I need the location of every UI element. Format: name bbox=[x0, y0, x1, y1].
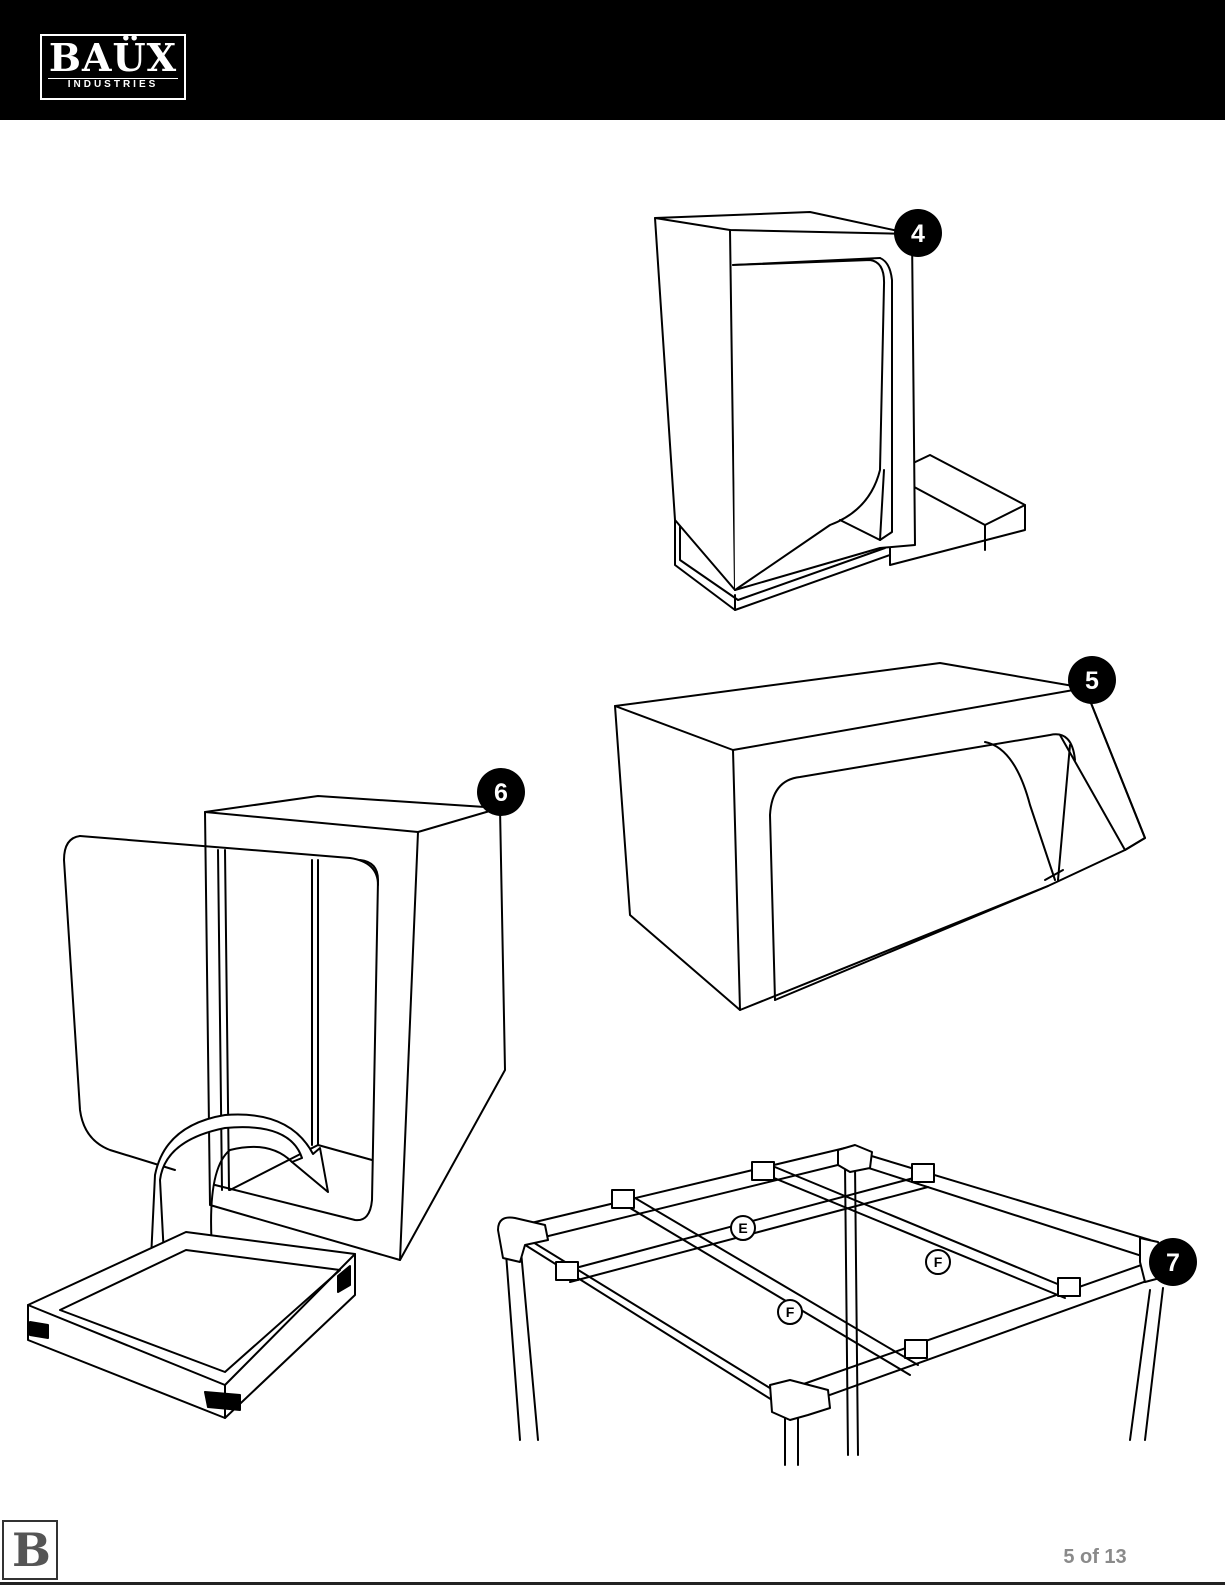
step-7-number: 7 bbox=[1166, 1249, 1180, 1277]
pipe-label-f-left-text: F bbox=[786, 1304, 795, 1320]
step-5-illustration bbox=[615, 663, 1145, 1010]
footer-brand-letter: B bbox=[12, 1523, 51, 1577]
pipe-label-e: E bbox=[731, 1216, 755, 1240]
pipe-label-f-right-text: F bbox=[934, 1254, 943, 1270]
page-number: 5 of 13 bbox=[1040, 1546, 1150, 1569]
step-7-illustration bbox=[498, 1145, 1165, 1465]
step-6-illustration bbox=[28, 796, 505, 1418]
step-4-illustration bbox=[655, 212, 1025, 610]
step-4-number: 4 bbox=[911, 220, 925, 248]
footer-brand-mark: B bbox=[2, 1520, 58, 1580]
step-5-number: 5 bbox=[1085, 667, 1099, 695]
pipe-label-e-text: E bbox=[738, 1220, 747, 1236]
pipe-label-f-right: F bbox=[926, 1250, 950, 1274]
pipe-label-f-left: F bbox=[778, 1300, 802, 1324]
step-6-number: 6 bbox=[494, 779, 508, 807]
step-4-callout: 4 bbox=[894, 209, 942, 257]
step-5-callout: 5 bbox=[1068, 656, 1116, 704]
step-6-callout: 6 bbox=[477, 768, 525, 816]
step-7-callout: 7 bbox=[1149, 1238, 1197, 1286]
